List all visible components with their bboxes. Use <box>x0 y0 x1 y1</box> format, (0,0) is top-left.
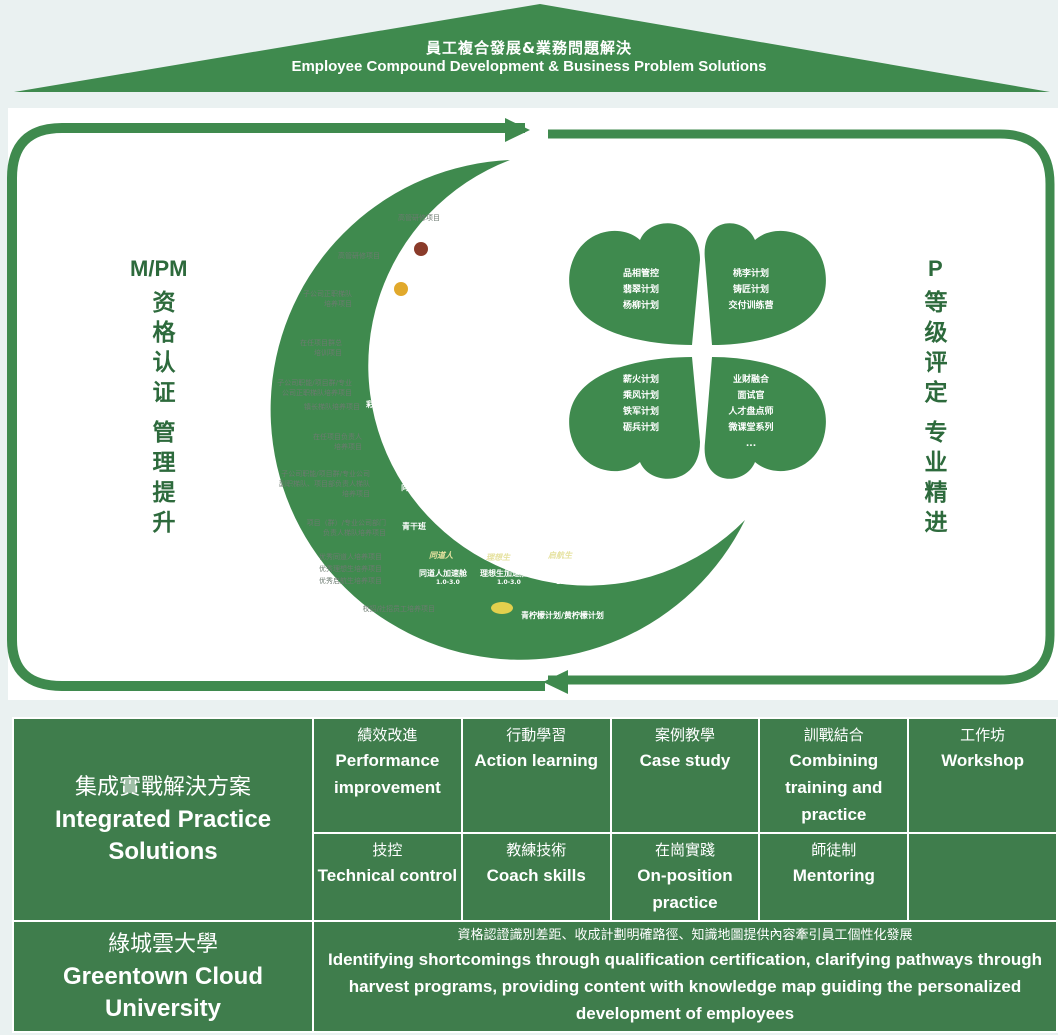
university-description-cell: 資格認證識別差距、收成計劃明確路徑、知識地圖提供內容牽引員工個性化發展 Iden… <box>312 920 1058 1033</box>
logo-tongdaoren: 同道人 <box>429 551 453 560</box>
program-label: 青柠檬计划/黄柠檬计划 <box>521 611 604 620</box>
program-label: 青干班 <box>402 522 426 531</box>
arrow-head-bottom <box>543 670 568 694</box>
program-label: 阳光计划 <box>386 308 418 317</box>
arrow-head-top <box>505 118 530 142</box>
header-title-en: Employee Compound Development & Business… <box>291 58 767 75</box>
cycle-diagram <box>7 118 1055 694</box>
program-sub: 1.0-3.0 <box>436 579 460 586</box>
crescent-moon <box>270 160 745 660</box>
business-school-logo-icon <box>414 242 428 256</box>
logo-qihangsheng: 启航生 <box>548 551 572 560</box>
program-desc: 优秀同道人培养项目 <box>319 553 382 561</box>
program-desc: 子公司职能/项目群/专业公司 副职梯队、项目部负责人梯队 培养项目 <box>279 470 370 498</box>
sunshine-logo-icon <box>394 282 408 296</box>
program-label: 商学院计划 <box>410 262 450 271</box>
clover-bottom-right: 业财融合面试官人才盘点师微课堂系列... <box>728 375 774 449</box>
program-desc: 优秀启航生培养项目 <box>319 577 382 585</box>
program-label: 同道人加速舱 <box>419 569 467 578</box>
program-desc: 优秀理想生培养项目 <box>319 565 382 573</box>
left-vertical-text: 资格认证 管理提升 <box>152 290 176 536</box>
table-row: 集成實戰解決方案 Integrated Practice Solutions 績… <box>12 717 1058 922</box>
program-label: 向日葵+ <box>398 439 429 448</box>
program-desc: 镇长梯队培养项目 <box>304 403 360 411</box>
program-label: 启航生加速舱 <box>539 569 587 578</box>
clover-shape <box>569 223 826 479</box>
cloud-university-cell: 綠城雲大學 Greentown Cloud University <box>12 920 314 1033</box>
header-title-zh: 員工複合發展&業務問題解決 <box>425 39 633 57</box>
program-desc: 高管研修项目 <box>398 214 440 222</box>
program-label: 彩虹+ <box>380 355 403 364</box>
program-label: 理想生加速舱 <box>480 569 528 578</box>
right-side-title: P <box>928 256 943 281</box>
clover-top-left: 品相管控翡翠计划杨柳计划 <box>622 269 659 311</box>
program-desc: 校招/社招员工培养项目 <box>362 605 435 613</box>
program-label: 领航计划 <box>456 222 488 231</box>
clover-bottom-left: 薪火计划乘风计划铁军计划砺兵计划 <box>622 375 659 433</box>
integrated-solutions-cell: 集成實戰解決方案 Integrated Practice Solutions <box>12 717 314 922</box>
lemon-logo-icon <box>491 602 513 614</box>
cycle-right-path <box>548 129 1055 685</box>
cycle-left-path <box>7 123 545 691</box>
program-sub: 1.0-3.0 <box>497 579 521 586</box>
program-desc: 在任项目负责人 培养项目 <box>313 433 362 451</box>
program-desc: 子公司职能/项目群/专业 公司正职梯队培养项目 <box>277 379 352 397</box>
header-roof <box>14 4 1050 92</box>
program-label: 镇长训练营 <box>409 400 449 409</box>
right-vertical-text: 等级评定 专业精进 <box>924 290 948 536</box>
program-desc: 子公司正职梯队 培养项目 <box>303 290 352 308</box>
program-desc: 高管研修项目 <box>338 252 380 260</box>
program-label: 彩虹计划 <box>366 400 398 409</box>
table-row: 綠城雲大學 Greentown Cloud University 資格認證識別差… <box>12 920 1058 1033</box>
program-desc: 在任项目群总 培训项目 <box>300 339 342 357</box>
clover-top-right: 桃李计划铸匠计划交付训练营 <box>728 269 774 311</box>
solutions-table: 集成實戰解決方案 Integrated Practice Solutions 績… <box>12 717 1058 1033</box>
method-cell-empty <box>907 832 1058 922</box>
program-label: 向日葵计划 <box>401 483 441 492</box>
program-sub: 1.0-3.0 <box>556 579 580 586</box>
left-side-title: M/PM <box>130 256 188 281</box>
logo-lixiangsheng: 理想生 <box>486 553 510 562</box>
program-desc: 项目（群）/专业公司部门 负责人梯队培养项目 <box>306 519 386 537</box>
